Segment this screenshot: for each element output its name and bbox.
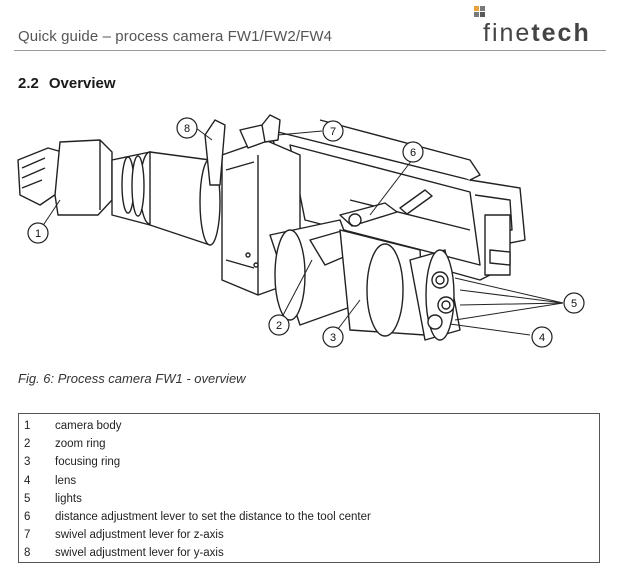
callout-5: 5 — [571, 298, 577, 310]
lever-z-axis — [261, 114, 281, 143]
camera-barrel — [111, 151, 221, 246]
section-title: Overview — [48, 75, 116, 92]
camera-figure: 1 2 3 4 5 6 7 8 — [0, 100, 620, 360]
lens-head — [409, 249, 461, 341]
legend-description: distance adjustment lever to set the dis… — [55, 511, 371, 524]
legend-table: 1 camera body 2 zoom ring 3 focusing ring 4 len… — [18, 413, 600, 563]
legend-number: 8 — [24, 547, 31, 560]
legend-description: zoom ring — [55, 438, 106, 451]
figure-caption: Fig. 6: Process camera FW1 - overview — [18, 371, 246, 386]
logo-square-gray-3 — [480, 12, 485, 17]
legend-row: 4 lens — [19, 472, 599, 490]
legend-number: 6 — [24, 511, 31, 524]
focusing-ring — [339, 229, 426, 337]
camera-body — [17, 139, 113, 216]
legend-row: 5 lights — [19, 490, 599, 508]
legend-number: 5 — [24, 492, 31, 505]
legend-description: swivel adjustment lever for z-axis — [55, 529, 224, 542]
callout-1: 1 — [35, 228, 41, 240]
legend-row: 8 swivel adjustment lever for y-axis — [19, 544, 599, 562]
legend-row: 3 focusing ring — [19, 453, 599, 471]
callout-6: 6 — [410, 147, 416, 159]
legend-row: 1 camera body — [19, 417, 599, 435]
logo-square-gray-2 — [474, 12, 479, 17]
lever-y-axis — [204, 119, 226, 186]
distance-lever — [339, 189, 433, 227]
logo-mark-icon — [474, 6, 486, 18]
legend-description: focusing ring — [55, 456, 121, 469]
header-divider — [14, 50, 606, 51]
legend-row: 2 zoom ring — [19, 435, 599, 453]
logo-square-gray-1 — [480, 6, 485, 11]
legend-description: lights — [55, 492, 82, 505]
legend-row: 6 distance adjustment lever to set the di… — [19, 508, 599, 526]
logo-text-light: fine — [483, 19, 532, 47]
finetech-logo: finetech — [474, 6, 604, 48]
legend-number: 2 — [24, 438, 31, 451]
legend-number: 7 — [24, 529, 31, 542]
document-header-title: Quick guide – process camera FW1/FW2/FW4 — [18, 28, 333, 45]
logo-text-bold: tech — [531, 19, 591, 47]
legend-number: 1 — [24, 420, 31, 433]
legend-description: lens — [55, 474, 77, 487]
callout-7: 7 — [330, 126, 336, 138]
logo-text: finetech — [483, 19, 591, 48]
callout-8: 8 — [184, 123, 190, 135]
callout-3: 3 — [330, 332, 336, 344]
section-heading: 2.2 Overview — [18, 75, 116, 92]
logo-square-orange — [474, 6, 479, 11]
section-number: 2.2 — [18, 75, 39, 92]
callout-2: 2 — [276, 320, 282, 332]
callout-4: 4 — [539, 332, 545, 344]
legend-description: camera body — [55, 420, 122, 433]
legend-description: swivel adjustment lever for y-axis — [55, 547, 224, 560]
camera-drawing: 1 2 3 4 5 6 7 8 — [17, 114, 585, 348]
legend-row: 7 swivel adjustment lever for z-axis — [19, 526, 599, 544]
legend-number: 4 — [24, 474, 31, 487]
legend-number: 3 — [24, 456, 31, 469]
